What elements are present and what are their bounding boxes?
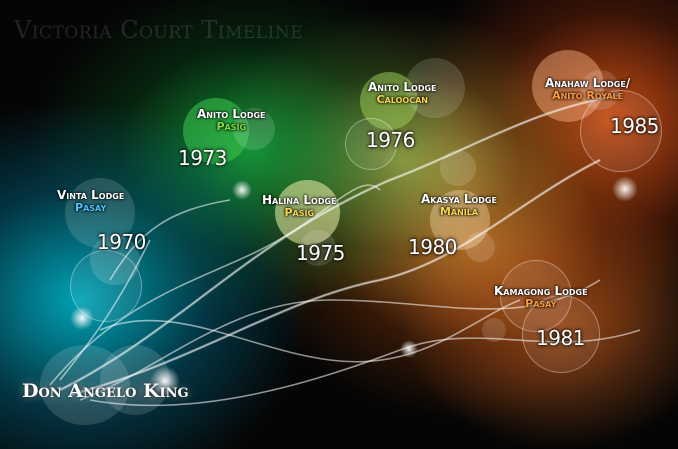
bokeh-circle [522,295,600,373]
lodge-name: Vinta Lodge [57,188,125,202]
swirl-line [99,299,521,363]
lodge-location: Pasig [216,119,247,133]
lodge-name: Halina Lodge [262,193,337,207]
bokeh-glint [400,340,418,358]
swirl-line [79,279,601,401]
bokeh-circle [275,180,340,245]
milestone-year: 1981 [536,326,585,350]
swirl-line [89,329,641,407]
milestone-year: 1973 [178,146,227,170]
lodge-name: Akasya Lodge [421,192,497,206]
bokeh-circle [183,98,249,164]
bokeh-glint [612,176,638,202]
lodge-name: Anito Lodge [197,107,266,121]
milestone-year: 1976 [366,128,415,152]
milestone-label: Anito Lodge Pasig [197,108,266,132]
page-title: Victoria Court Timeline [14,16,304,44]
milestone-label: Vinta Lodge Pasay [57,189,124,213]
swirl-line [69,159,601,396]
milestone-year: 1980 [408,235,457,259]
swirl-line [59,94,621,391]
bokeh-circle [465,232,495,262]
bokeh-circle [580,90,662,172]
lodge-location: Anito Royale [552,88,624,102]
milestone-label: Akasya Lodge Manila [421,193,497,217]
lodge-name: Kamagong Lodge [494,284,588,298]
lodge-location: Pasay [525,296,557,310]
milestone-label: Kamagong Lodge Pasay [494,285,588,309]
lodge-location: Pasay [75,200,107,214]
milestone-label: Anito Lodge Caloocan [368,81,437,105]
swirl-line [49,184,381,386]
lodge-location: Caloocan [376,92,428,106]
founder-name: Don Angelo King [22,380,189,402]
bokeh-glint [70,306,94,330]
lodge-name: Anito Lodge [368,80,437,94]
bokeh-circle [65,178,135,248]
lodge-location: Pasig [284,205,315,219]
swirl-line [59,239,151,381]
swirl-glow [59,93,621,392]
bokeh-circle [233,108,275,150]
swirl-glow [69,158,601,397]
milestone-label: Halina Lodge Pasig [262,194,337,218]
bokeh-circle [580,70,620,110]
bokeh-circle [300,230,336,266]
bokeh-circle [405,58,465,118]
bokeh-circle [430,190,490,250]
lodge-name: Anahaw Lodge/ [545,76,631,90]
lodge-location: Manila [439,204,479,218]
swirl-line [109,199,231,281]
bokeh-circle [345,118,397,170]
milestone-year: 1985 [610,114,659,138]
milestone-year: 1970 [97,230,146,254]
milestone-year: 1975 [296,241,345,265]
bokeh-glint [232,180,252,200]
bokeh-glint [150,366,180,396]
milestone-label: Anahaw Lodge/ Anito Royale [545,77,630,101]
